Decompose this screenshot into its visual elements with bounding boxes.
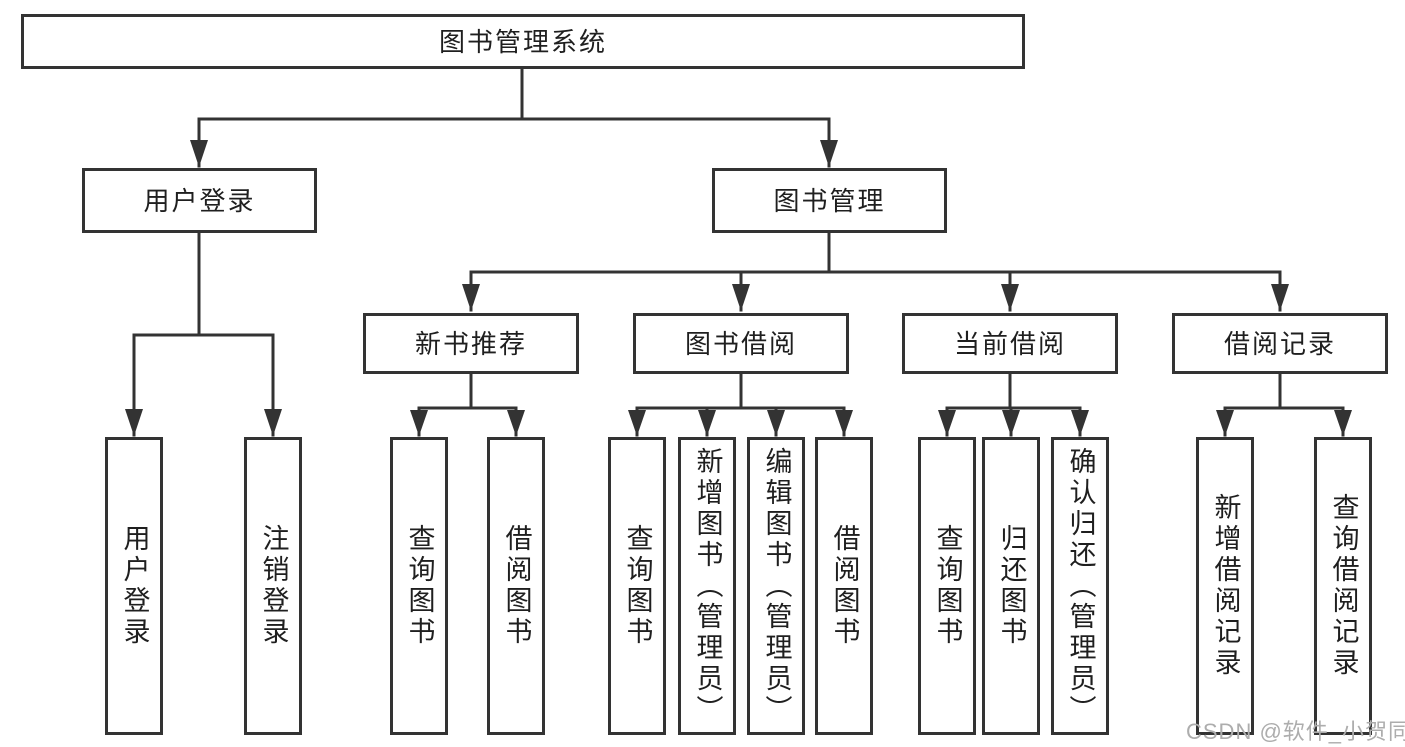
leaf-query-books-borrow: 查询图书: [608, 437, 666, 735]
node-new-book-recommend-label: 新书推荐: [414, 328, 527, 359]
node-library-system-label: 图书管理系统: [438, 26, 607, 57]
node-book-management: 图书管理: [712, 168, 947, 233]
leaf-return-books: 归还图书: [982, 437, 1040, 735]
leaf-edit-book-admin-label: 编辑图书（管理员）: [761, 446, 792, 726]
node-book-management-label: 图书管理: [773, 185, 886, 216]
leaf-query-borrow-record-label: 查询借阅记录: [1328, 493, 1359, 679]
leaf-confirm-return-admin-label: 确认归还（管理员）: [1065, 446, 1096, 726]
leaf-add-book-admin-label: 新增图书（管理员）: [692, 446, 723, 726]
leaf-query-books-recommend-label: 查询图书: [404, 524, 435, 648]
leaf-borrow-books-recommend-label: 借阅图书: [501, 524, 532, 648]
node-library-system: 图书管理系统: [21, 14, 1025, 69]
leaf-query-borrow-record: 查询借阅记录: [1314, 437, 1372, 735]
node-book-borrowing-label: 图书借阅: [684, 328, 797, 359]
leaf-query-books-current-label: 查询图书: [932, 524, 963, 648]
leaf-query-books-recommend: 查询图书: [390, 437, 448, 735]
node-borrowing-records: 借阅记录: [1172, 313, 1388, 374]
leaf-logout-label: 注销登录: [258, 524, 289, 648]
leaf-query-books-borrow-label: 查询图书: [622, 524, 653, 648]
leaf-user-login-label: 用户登录: [119, 524, 150, 648]
node-borrowing-records-label: 借阅记录: [1223, 328, 1336, 359]
leaf-add-borrow-record: 新增借阅记录: [1196, 437, 1254, 735]
node-current-borrowing-label: 当前借阅: [953, 328, 1066, 359]
node-user-login-label: 用户登录: [143, 185, 256, 216]
leaf-return-books-label: 归还图书: [996, 524, 1027, 648]
node-current-borrowing: 当前借阅: [902, 313, 1118, 374]
leaf-borrow-books: 借阅图书: [815, 437, 873, 735]
leaf-confirm-return-admin: 确认归还（管理员）: [1051, 437, 1109, 735]
leaf-query-books-current: 查询图书: [918, 437, 976, 735]
leaf-add-borrow-record-label: 新增借阅记录: [1210, 493, 1241, 679]
node-new-book-recommend: 新书推荐: [363, 313, 579, 374]
csdn-watermark: CSDN @软件_小贺同学: [1186, 719, 1405, 744]
leaf-borrow-books-label: 借阅图书: [829, 524, 860, 648]
node-book-borrowing: 图书借阅: [633, 313, 849, 374]
leaf-borrow-books-recommend: 借阅图书: [487, 437, 545, 735]
leaf-edit-book-admin: 编辑图书（管理员）: [747, 437, 805, 735]
leaf-user-login: 用户登录: [105, 437, 163, 735]
leaf-add-book-admin: 新增图书（管理员）: [678, 437, 736, 735]
node-user-login: 用户登录: [82, 168, 317, 233]
leaf-logout: 注销登录: [244, 437, 302, 735]
